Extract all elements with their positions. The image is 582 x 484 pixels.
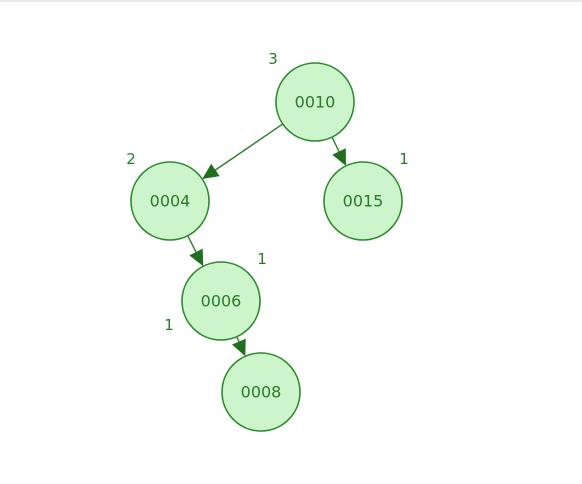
tree-node-0010: 0010 (275, 62, 355, 142)
node-key-label: 0008 (241, 383, 282, 402)
top-border-line (0, 0, 582, 2)
edge-n10-n15 (331, 136, 340, 152)
edge-arrowhead-n4-n6 (189, 248, 204, 267)
node-key-label: 0006 (201, 292, 242, 311)
node-key-label: 0004 (150, 192, 191, 211)
node-circle (130, 161, 210, 241)
node-circle (323, 161, 403, 241)
tree-node-0006: 0006 (181, 261, 261, 341)
tree-node-0008: 0008 (221, 352, 301, 432)
height-label-0010: 3 (268, 50, 278, 68)
node-circle (181, 261, 261, 341)
edge-n6-n8 (236, 336, 240, 342)
edge-arrowhead-n6-n8 (232, 338, 246, 357)
node-circle (221, 352, 301, 432)
edge-n10-n4 (215, 123, 284, 171)
node-key-label: 0015 (343, 192, 384, 211)
height-label-0004: 2 (126, 150, 136, 168)
nodes-layer: 0010 0004 0015 0006 0008 (130, 62, 403, 432)
node-circle (275, 62, 355, 142)
height-labels-layer: 3 2 1 1 1 (126, 50, 409, 334)
tree-node-0015: 0015 (323, 161, 403, 241)
edge-arrowhead-n10-n15 (332, 148, 346, 166)
edge-arrowhead-n10-n4 (202, 163, 220, 180)
tree-node-0004: 0004 (130, 161, 210, 241)
height-label-0015: 1 (399, 150, 409, 168)
edges-layer (187, 123, 346, 357)
edge-n4-n6 (187, 235, 197, 253)
height-label-0006: 1 (257, 250, 267, 268)
node-key-label: 0010 (295, 93, 336, 112)
extra-label-0006: 1 (164, 316, 174, 334)
